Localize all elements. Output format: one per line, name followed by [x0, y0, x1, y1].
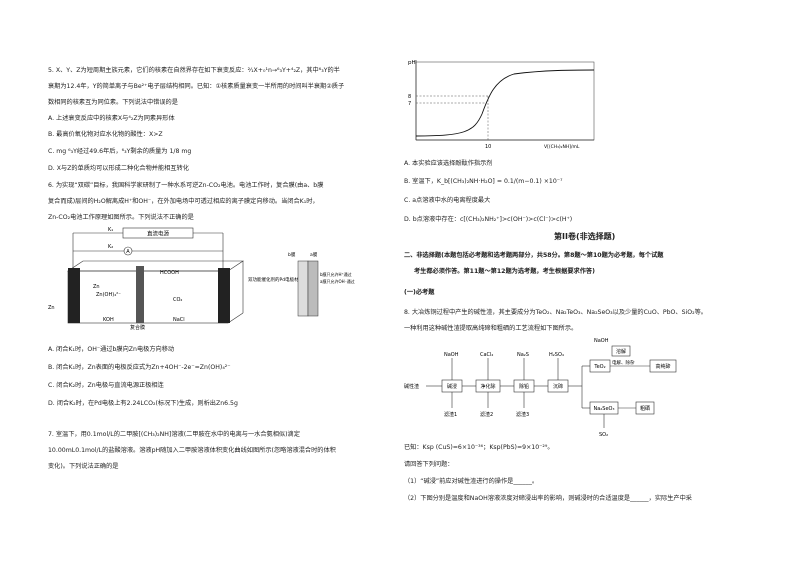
q8-1: （1）“碱浸”前应对碱性渣进行的操作是______。 — [404, 478, 539, 485]
q5-line: 5. X、Y、Z为短周期主族元素，它们的核素在自然界存在如下衰变反应：²⁄₁X+… — [48, 67, 340, 74]
te-box: 高纯碲 — [655, 363, 670, 370]
q8-line: 8. 大冶炼铜过程中产生的碱性渣，其主要成分为TeO₂、Na₂TeO₃、Na₂S… — [404, 309, 707, 316]
se-box: 粗硒 — [640, 405, 650, 412]
q5-option-b: B. 最高价氧化物对应水化物的酸性：X>Z — [48, 131, 163, 138]
zn-oh-label: Zn(OH)₄²⁻ — [96, 292, 121, 298]
a-membrane-note: a膜只允许OH⁻通过 — [320, 278, 355, 284]
teo2-box: TeO₂ — [593, 364, 605, 370]
residue-1: 滤渣1 — [444, 411, 457, 418]
q6-option-a: A. 闭合K₁时，OH⁻通过b膜向Zn电极方向移动 — [48, 346, 175, 353]
pd-label: 双功能催化剂的Pd电极材料 — [248, 276, 304, 283]
dissolve-box: 溶解 — [616, 348, 626, 355]
q6-line: Zn-CO₂电池工作原理如图所示。下列说法不正确的是 — [48, 214, 194, 221]
reagent-naoh-2: NaOH — [594, 338, 609, 344]
pd-electrode — [218, 268, 230, 323]
residue-3: 滤渣3 — [516, 411, 529, 418]
reagent-na2s: Na₂S — [517, 352, 529, 358]
ph-tick-7: 7 — [408, 101, 411, 107]
power-label: 直流电源 — [147, 230, 170, 238]
koh-label: KOH — [103, 317, 114, 323]
section2-line: 考生都必须作答。第11题～第12题为选考题，考生根据要求作答) — [414, 268, 595, 275]
b-membrane-note: b膜只允许H⁺通过 — [320, 271, 352, 277]
a-membrane-label: a膜 — [310, 251, 318, 258]
q5-line: 数相同的核素互为同位素。下列说法中错误的是 — [48, 99, 178, 106]
b-membrane-label: b膜 — [288, 251, 296, 258]
nacl-label: NaCl — [173, 317, 185, 323]
q7-option-d: D. b点溶液中存在：c[(CH₃)₂NH₂⁺]>c(OH⁻)>c(Cl⁻)>c… — [404, 216, 573, 223]
q7-line: 10.00mL0.1mol/L的盐酸溶液。溶液pH随加入二甲胺溶液体积变化曲线如… — [48, 447, 336, 454]
ksp-note: 已知：Ksp (CuS)=6×10⁻³⁶；Ksp(PbS)=9×10⁻²⁹。 — [404, 444, 554, 451]
q6-option-d: D. 闭合K₂时，在Pd电极上有2.24LCO₂(标况下)生成，则析出Zn6.5… — [48, 400, 238, 407]
step-remove-pb: 除铅 — [519, 383, 529, 390]
q5-option-a: A. 上述衰变反应中的核素X与⁴₂Z为同素异形体 — [48, 115, 175, 122]
membrane-composite — [136, 266, 144, 323]
na2seo3-box: Na₂SeO₃ — [594, 406, 615, 412]
q6-line: 复合而成)层间的H₂O解离成H⁺和OH⁻，在外加电场中可透过相应的离子膜定向移动… — [48, 198, 319, 205]
reagent-naoh: NaOH — [444, 352, 459, 358]
q7-line: 7. 室温下，用0.1mol/L的二甲胺[(CH₃)₂NH]溶液(二甲胺在水中的… — [48, 431, 300, 438]
reagent-h2so4: H₂SO₄ — [549, 352, 564, 358]
q7-option-c: C. a点溶液中水的电离程度最大 — [404, 197, 491, 204]
ph-curve — [415, 69, 595, 137]
membrane-label: 复合膜 — [130, 324, 145, 331]
q7-option-a: A. 本实验应该选择酚酞作指示剂 — [404, 160, 493, 167]
q6-option-b: B. 闭合K₁时，Zn表面的电极反应式为Zn+4OH⁻-2e⁻=Zn(OH)₄²… — [48, 364, 231, 371]
q6-option-c: C. 闭合K₂时，Zn电极与直流电源正极相连 — [48, 382, 164, 389]
q7-option-b: B. 室温下，K_b[(CH₃)₂NH·H₂O] = 0.1/(m−0.1) ×… — [404, 178, 563, 185]
so2-label: SO₂ — [599, 432, 608, 438]
section-title: 第II卷(非选择题) — [554, 232, 616, 241]
q6-line: 6. 为实现“双碳”目标，我国科学家研制了一种水系可逆Zn-CO₂电池。电池工作… — [48, 182, 324, 189]
ammeter-label: A — [126, 249, 130, 255]
titration-curve: pH 8 7 10 V[(CH₃)₂NH]/mL — [408, 60, 595, 150]
q8-2: （2）下图分别是温度和NaOH溶液浓度对碲浸出率的影响，则碱浸时的合适温度是__… — [404, 495, 692, 502]
reagent-cacl2: CaCl₂ — [480, 352, 493, 358]
ask-line: 请回答下列问题： — [404, 461, 454, 468]
zn-co2-battery-diagram: 直流电源 K₁ A K₂ Zn Zn(OH)₄²⁻ HCOOH CO₂ KOH … — [48, 227, 355, 331]
k1-label: K₁ — [108, 227, 113, 233]
zn-in-tank: Zn — [93, 284, 100, 290]
k2-label: K₂ — [108, 244, 113, 250]
q5-option-c: C. mg ⁶₃Y经过49.6年后，⁶₃Y剩余的质量为 1/8 mg — [48, 148, 192, 155]
process-flowchart: 碱性渣 碱浸 净化除 除铅 沉碲 NaOH CaCl₂ Na₂S H₂SO₄ 滤… — [404, 338, 677, 438]
ph-tick-8: 8 — [408, 94, 411, 100]
q5-line: 衰期为12.4年，Y的简单离子与Be²⁺电子层结构相同。已知：①核素质量衰变一半… — [48, 83, 345, 90]
hcooh-label: HCOOH — [160, 270, 179, 276]
step-precip-te: 沉碲 — [553, 383, 563, 390]
step-purify: 净化除 — [480, 383, 495, 390]
y-axis-label: pH — [408, 60, 416, 66]
a-membrane-detail — [307, 260, 319, 317]
section2-line: 二、非选择题(本题包括必考题和选考题两部分，共58分。第8题～第10题为必考题，… — [404, 252, 664, 259]
q8-line: 一种利用这种碱性渣提取高纯碲和粗硒的工艺流程如下图所示。 — [404, 325, 578, 332]
zn-side-label: Zn — [48, 305, 55, 311]
elec-label: 电解、除杂 — [612, 359, 635, 366]
q5-option-d: D. X与Z的单质均可以形成二种化合物并能相互转化 — [48, 165, 189, 172]
step-leach: 碱浸 — [447, 383, 457, 390]
flow-start: 碱性渣 — [404, 383, 419, 390]
x-tick-10: 10 — [485, 144, 491, 150]
residue-2: 滤渣2 — [480, 411, 493, 418]
required-heading: (一)必考题 — [404, 289, 435, 296]
q7-line: 变化)。下列说法正确的是 — [48, 463, 119, 470]
zn-electrode — [68, 268, 80, 323]
co2-label: CO₂ — [173, 297, 182, 303]
x-axis-label: V[(CH₃)₂NH]/mL — [544, 144, 580, 150]
b-membrane-detail — [297, 260, 309, 317]
